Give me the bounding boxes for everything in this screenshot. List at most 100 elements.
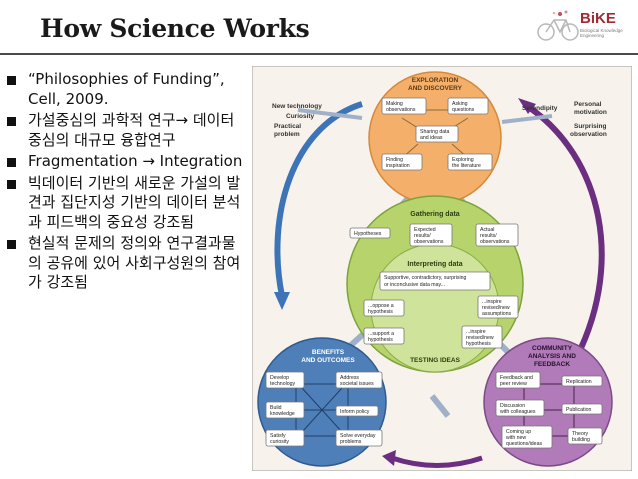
bullet-item: 빅데이터 기반의 새로운 가설의 발견과 집단지성 기반의 데이터 분석과 피드…	[7, 174, 245, 233]
box-satisfy-curiosity	[265, 429, 305, 447]
box-text: knowledge	[270, 411, 295, 417]
box-text: Actual	[480, 227, 494, 233]
bullet-item: Fragmentation → Integration	[7, 152, 245, 172]
label-practical: Practical	[274, 123, 301, 130]
left-arrowhead-icon	[274, 292, 290, 310]
box-text: building	[572, 437, 590, 443]
bike-logo: BiKE Biological Knowledge Engineering	[536, 8, 628, 48]
label-serendipity: Serendipity	[522, 105, 558, 112]
box-text: ...inspire	[482, 299, 502, 305]
right-input-arrow	[501, 114, 553, 124]
box-coming-up-new-questions	[501, 425, 553, 449]
box-asking-questions	[447, 97, 489, 115]
box-text: Discussion	[500, 403, 525, 409]
square-bullet-icon	[7, 179, 16, 189]
square-bullet-icon	[7, 76, 16, 85]
benefits-title-1: BENEFITS	[312, 349, 345, 356]
box-develop-technology	[265, 371, 305, 389]
box-text: ...support a	[368, 331, 394, 337]
box-actual-results	[475, 223, 519, 247]
box-text: hypothesis	[368, 309, 393, 315]
box-text: problems	[340, 439, 362, 445]
box-text: with new	[506, 435, 526, 441]
exploration-title-1: EXPLORATION	[412, 77, 459, 84]
box-text: Develop	[270, 375, 289, 381]
square-bullet-icon	[7, 117, 16, 126]
box-text: observations	[386, 107, 416, 113]
label-curiosity: Curiosity	[286, 113, 315, 120]
box-discussion	[495, 399, 545, 417]
box-text: Publication	[566, 407, 591, 413]
label-surprising: Surprising	[574, 123, 607, 130]
box-text: Expected	[414, 227, 436, 233]
label-problem: problem	[274, 131, 300, 138]
label-observation: observation	[570, 131, 607, 138]
box-text: Solve everyday	[340, 433, 376, 439]
box-text: with colleagues	[500, 409, 536, 415]
box-text: observations	[414, 239, 444, 245]
box-finding-inspiration	[381, 153, 423, 171]
box-sharing-data	[415, 125, 459, 143]
community-title-3: FEEDBACK	[534, 361, 570, 368]
box-build-knowledge	[265, 401, 305, 419]
bullet-text: 빅데이터 기반의 새로운 가설의 발견과 집단지성 기반의 데이터 분석과 피드…	[28, 173, 241, 231]
bottom-cycle-arrow	[391, 455, 483, 468]
box-text: Build	[270, 405, 282, 411]
box-address-societal-issues	[335, 371, 383, 389]
box-text: hypothesis	[466, 341, 491, 347]
box-text: Theory	[572, 431, 589, 437]
box-replication	[561, 375, 603, 387]
bullet-text: 가설중심의 과학적 연구→ 데이터 중심의 대규모 융합연구	[28, 111, 235, 149]
slide-title: How Science Works	[40, 14, 310, 43]
box-text: the literature	[452, 163, 481, 169]
left-input-arrow	[297, 108, 363, 120]
box-text: questions	[452, 107, 475, 113]
box-text: ...oppose a	[368, 303, 394, 309]
how-science-works-diagram: New technology Curiosity Practical probl…	[252, 66, 632, 471]
bicycle-icon	[537, 10, 579, 41]
box-inform-policy	[335, 405, 379, 417]
box-exploring-literature	[447, 153, 493, 171]
box-text: or inconclusive data may...	[384, 282, 445, 288]
box-publication	[561, 403, 603, 415]
bullet-text: Fragmentation → Integration	[28, 152, 243, 170]
logo-name: BiKE	[580, 10, 616, 27]
box-inspire-assumptions	[477, 295, 519, 319]
box-feedback-peer-review	[495, 371, 541, 389]
box-text: hypothesis	[368, 337, 393, 343]
community-title-2: ANALYSIS AND	[528, 353, 576, 360]
box-text: curiosity	[270, 439, 289, 445]
box-theory-building	[567, 427, 603, 445]
box-text: Inform policy	[340, 409, 370, 415]
box-text: ...inspire	[466, 329, 486, 335]
square-bullet-icon	[7, 158, 16, 167]
title-divider	[0, 53, 638, 55]
box-support-hypothesis	[363, 327, 405, 345]
testing-ideas-title: TESTING IDEAS	[410, 357, 461, 364]
bullet-text: 현실적 문제의 정의와 연구결과물의 공유에 있어 사회구성원의 참여가 강조됨	[28, 234, 241, 291]
exploration-title-2: AND DISCOVERY	[408, 85, 463, 92]
box-oppose-hypothesis	[363, 299, 405, 317]
box-solve-everyday-problems	[335, 429, 383, 447]
box-text: Supportive, contradictory, surprising	[384, 275, 466, 281]
box-text: revised/new	[482, 305, 510, 311]
community-title-1: COMMUNITY	[532, 345, 573, 352]
bottom-arrowhead-icon	[382, 450, 396, 466]
interpreting-data-title: Interpreting data	[407, 261, 462, 268]
box-text: societal issues	[340, 381, 374, 387]
box-text: results/	[414, 233, 431, 239]
box-text: Address	[340, 375, 359, 381]
box-text: questions/ideas	[506, 441, 542, 447]
box-supportive-data	[379, 271, 491, 291]
box-text: observations	[480, 239, 510, 245]
label-motivation: motivation	[574, 109, 607, 116]
gathering-data-title: Gathering data	[410, 211, 460, 218]
logo-subtitle: Biological Knowledge Engineering	[580, 28, 623, 38]
box-hypotheses	[349, 227, 391, 239]
box-text: Coming up	[506, 429, 531, 435]
box-making-observations	[381, 97, 427, 115]
right-arrowhead-icon	[518, 98, 536, 114]
right-cycle-arrow	[525, 103, 605, 368]
box-text: revised/new	[466, 335, 494, 341]
box-text: peer review	[500, 381, 527, 387]
